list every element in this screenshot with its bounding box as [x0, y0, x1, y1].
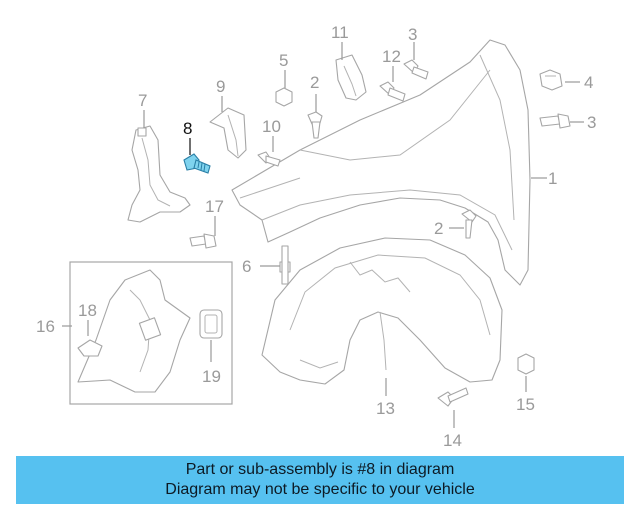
callout-3-right: 3	[587, 113, 596, 132]
bolt-part-2-upper	[307, 111, 323, 139]
info-banner: Part or sub-assembly is #8 in diagram Di…	[16, 456, 624, 504]
callout-1: 1	[548, 169, 557, 188]
callout-4: 4	[584, 73, 593, 92]
clip-part-18	[77, 339, 103, 357]
callout-17: 17	[205, 197, 224, 216]
bolt-part-17	[189, 233, 217, 249]
callout-12: 12	[382, 47, 401, 66]
callout-3-upper: 3	[408, 25, 417, 44]
bolt-part-12	[379, 81, 406, 102]
banner-line-1: Part or sub-assembly is #8 in diagram	[185, 461, 455, 478]
callout-10: 10	[262, 117, 281, 136]
screw-part-14	[437, 387, 469, 407]
fender-liner	[261, 237, 503, 385]
fender-parts-diagram: 1 2 2 3 3 4 5 6 7 8 9 10 11 12 13 14 15 …	[36, 23, 596, 450]
nut-part-15	[517, 353, 535, 375]
callout-9: 9	[216, 77, 225, 96]
inset-box	[69, 261, 233, 405]
seal-part-19	[199, 309, 223, 339]
bolt-part-2-right	[461, 209, 477, 239]
callout-18: 18	[78, 301, 97, 320]
nut-part-4	[539, 69, 563, 91]
callout-16: 16	[36, 317, 55, 336]
bolt-part-10	[257, 151, 281, 167]
bolt-part-3-right	[539, 113, 571, 129]
callout-7: 7	[138, 91, 147, 110]
fender-panel	[231, 39, 531, 286]
callout-2-upper: 2	[310, 73, 319, 92]
callout-6: 6	[242, 257, 251, 276]
callout-8: 8	[183, 119, 192, 138]
stud-part-6	[279, 245, 291, 285]
callout-19: 19	[202, 367, 221, 386]
callout-14: 14	[443, 431, 462, 450]
bolt-part-8	[183, 153, 211, 174]
callout-2-right: 2	[434, 219, 443, 238]
banner-line-2: Diagram may not be specific to your vehi…	[165, 481, 475, 498]
inner-splash-shield	[77, 269, 191, 393]
side-bracket	[335, 54, 367, 101]
callout-13: 13	[376, 399, 395, 418]
callout-11: 11	[331, 23, 349, 42]
fender-bracket	[127, 125, 191, 223]
callout-5: 5	[279, 51, 288, 70]
nut-part-5	[275, 87, 293, 107]
callout-15: 15	[516, 395, 535, 414]
upper-bracket	[209, 107, 247, 159]
bolt-part-3-upper	[403, 59, 429, 80]
